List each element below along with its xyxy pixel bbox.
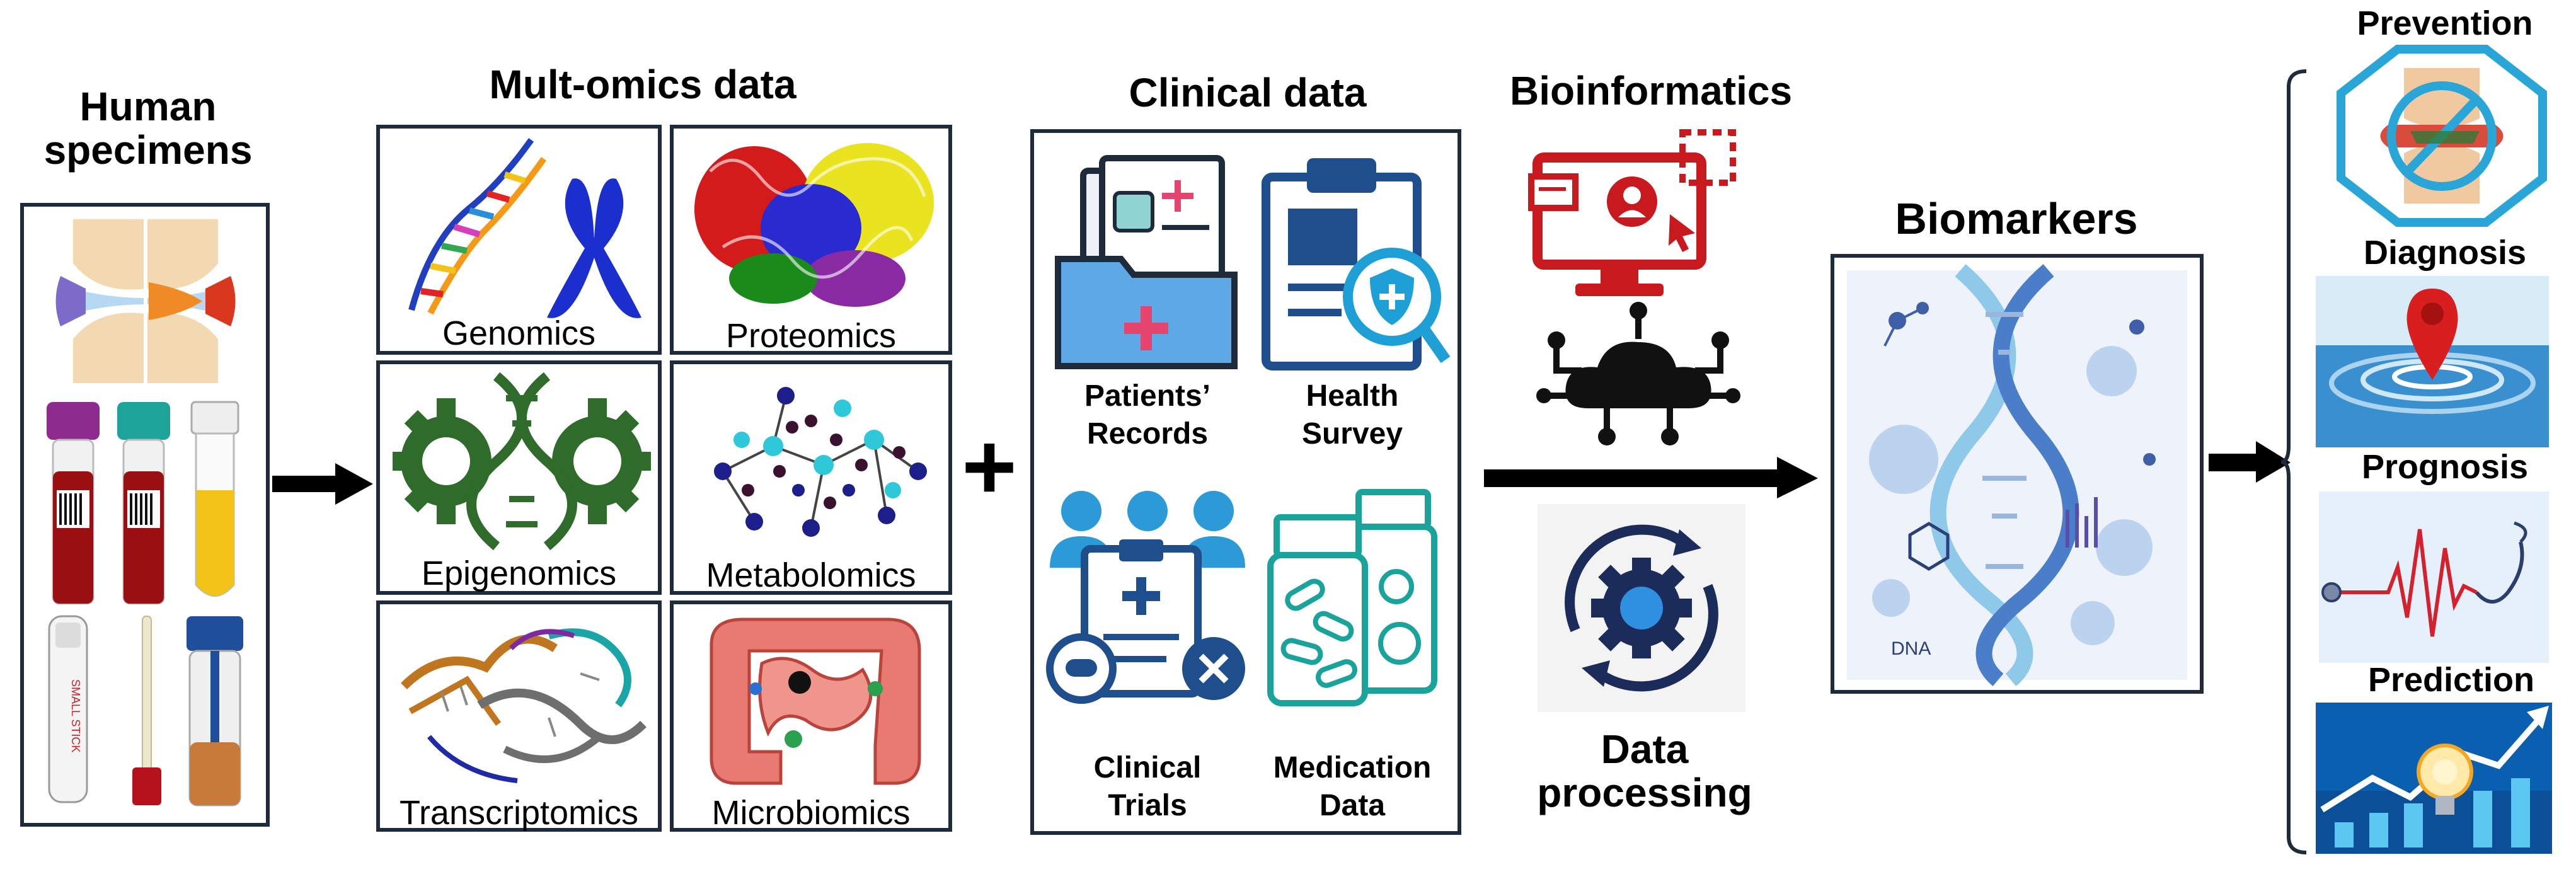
stool-container-icon — [187, 616, 243, 807]
outcome-title-diagnosis: Diagnosis — [2363, 234, 2527, 272]
dna-caption: DNA — [1891, 638, 1931, 659]
clinical-panel: Patients’ Records Health Survey Clinical — [1030, 129, 1461, 835]
omics-label-microbiomics: Microbiomics — [711, 794, 911, 832]
blood-tube-icon — [47, 402, 100, 605]
clipboard-shield-icon — [1262, 158, 1451, 370]
clinical-label-medication: Medication Data — [1245, 749, 1459, 825]
molecule-network-icon — [714, 387, 927, 537]
computer-monitor-icon — [1528, 129, 1736, 296]
plus-sign: + — [962, 413, 1017, 519]
specimens-title-line1: Human — [79, 84, 217, 129]
cloud-network-icon — [1536, 302, 1740, 445]
data-processing-line1: Data — [1601, 727, 1689, 772]
specimens-title: Human specimens — [13, 84, 284, 173]
flow-arrow-1 — [272, 463, 373, 505]
swab-icon — [132, 616, 161, 805]
protein-structure-icon — [694, 143, 934, 307]
data-processing-label: Data processing — [1500, 727, 1790, 816]
omics-label-transcriptomics: Transcriptomics — [399, 794, 639, 832]
omics-cell-microbiomics: Microbiomics — [670, 600, 952, 832]
bioinformatics-title: Bioinformatics — [1509, 68, 1793, 113]
clinical-label-survey-line1: Health — [1306, 379, 1399, 413]
biomarker-dna-illustration: DNA — [1847, 264, 2187, 686]
team-clipboard-icon — [1046, 491, 1245, 704]
data-processing-line2: processing — [1537, 770, 1752, 816]
outcome-title-prevention: Prevention — [2357, 4, 2533, 42]
outcomes-bracket — [2280, 69, 2307, 854]
clinical-title: Clinical data — [1129, 70, 1367, 115]
blood-tube-icon — [117, 402, 170, 605]
clinical-label-medication-line1: Medication — [1273, 751, 1432, 784]
clinical-label-trials-line2: Trials — [1108, 789, 1187, 822]
lightbulb-growth-icon — [2316, 703, 2552, 854]
process-gear-icon — [1538, 504, 1745, 712]
omics-cell-metabolomics: Metabolomics — [670, 360, 952, 595]
biomarkers-panel: DNA — [1831, 254, 2204, 694]
gear-dna-icon — [393, 372, 651, 551]
clinical-label-records-line2: Records — [1086, 417, 1209, 451]
rna-structure-icon — [401, 628, 647, 783]
intestine-icon — [710, 617, 921, 785]
clinical-label-records-line1: Patients’ — [1084, 379, 1211, 413]
clinical-label-trials-line1: Clinical — [1093, 751, 1202, 784]
outcome-title-prediction: Prediction — [2367, 661, 2535, 699]
heartbeat-stethoscope-icon — [2319, 491, 2549, 663]
prohibition-icon — [2335, 43, 2549, 229]
outcome-title-prognosis: Prognosis — [2361, 448, 2529, 486]
chromosome-icon — [547, 178, 641, 318]
biomarkers-title: Biomarkers — [1895, 194, 2138, 243]
omics-cell-transcriptomics: Transcriptomics — [376, 600, 662, 832]
tube-label: SMALL STICK — [69, 679, 82, 752]
omics-label-epigenomics: Epigenomics — [421, 554, 617, 592]
clinical-label-medication-line2: Data — [1319, 789, 1386, 822]
dna-helix-icon — [408, 138, 547, 315]
location-pin-icon — [2316, 276, 2549, 447]
pill-bottles-icon — [1267, 489, 1437, 706]
clinical-label-trials: Clinical Trials — [1040, 749, 1255, 825]
flow-arrow-3 — [2209, 441, 2291, 483]
specimens-title-line2: specimens — [43, 127, 253, 173]
specimens-panel: SMALL STICK — [20, 203, 270, 827]
serum-tube-icon — [190, 401, 239, 597]
omics-label-genomics: Genomics — [442, 314, 596, 352]
patient-folder-icon — [1055, 155, 1238, 369]
omics-label-metabolomics: Metabolomics — [706, 556, 916, 594]
omics-cell-proteomics: Proteomics — [670, 125, 952, 355]
omics-cell-genomics: Genomics — [376, 125, 662, 355]
swab-icon: SMALL STICK — [48, 615, 88, 803]
knee-joint-icon — [55, 219, 236, 383]
omics-title: Mult-omics data — [489, 62, 796, 107]
omics-label-proteomics: Proteomics — [725, 317, 897, 355]
omics-cell-epigenomics: Epigenomics — [376, 360, 662, 595]
clinical-label-records: Patients’ Records — [1040, 377, 1255, 453]
flow-arrow-2 — [1484, 457, 1818, 498]
clinical-label-survey: Health Survey — [1245, 377, 1459, 453]
clinical-label-survey-line2: Survey — [1301, 417, 1403, 451]
